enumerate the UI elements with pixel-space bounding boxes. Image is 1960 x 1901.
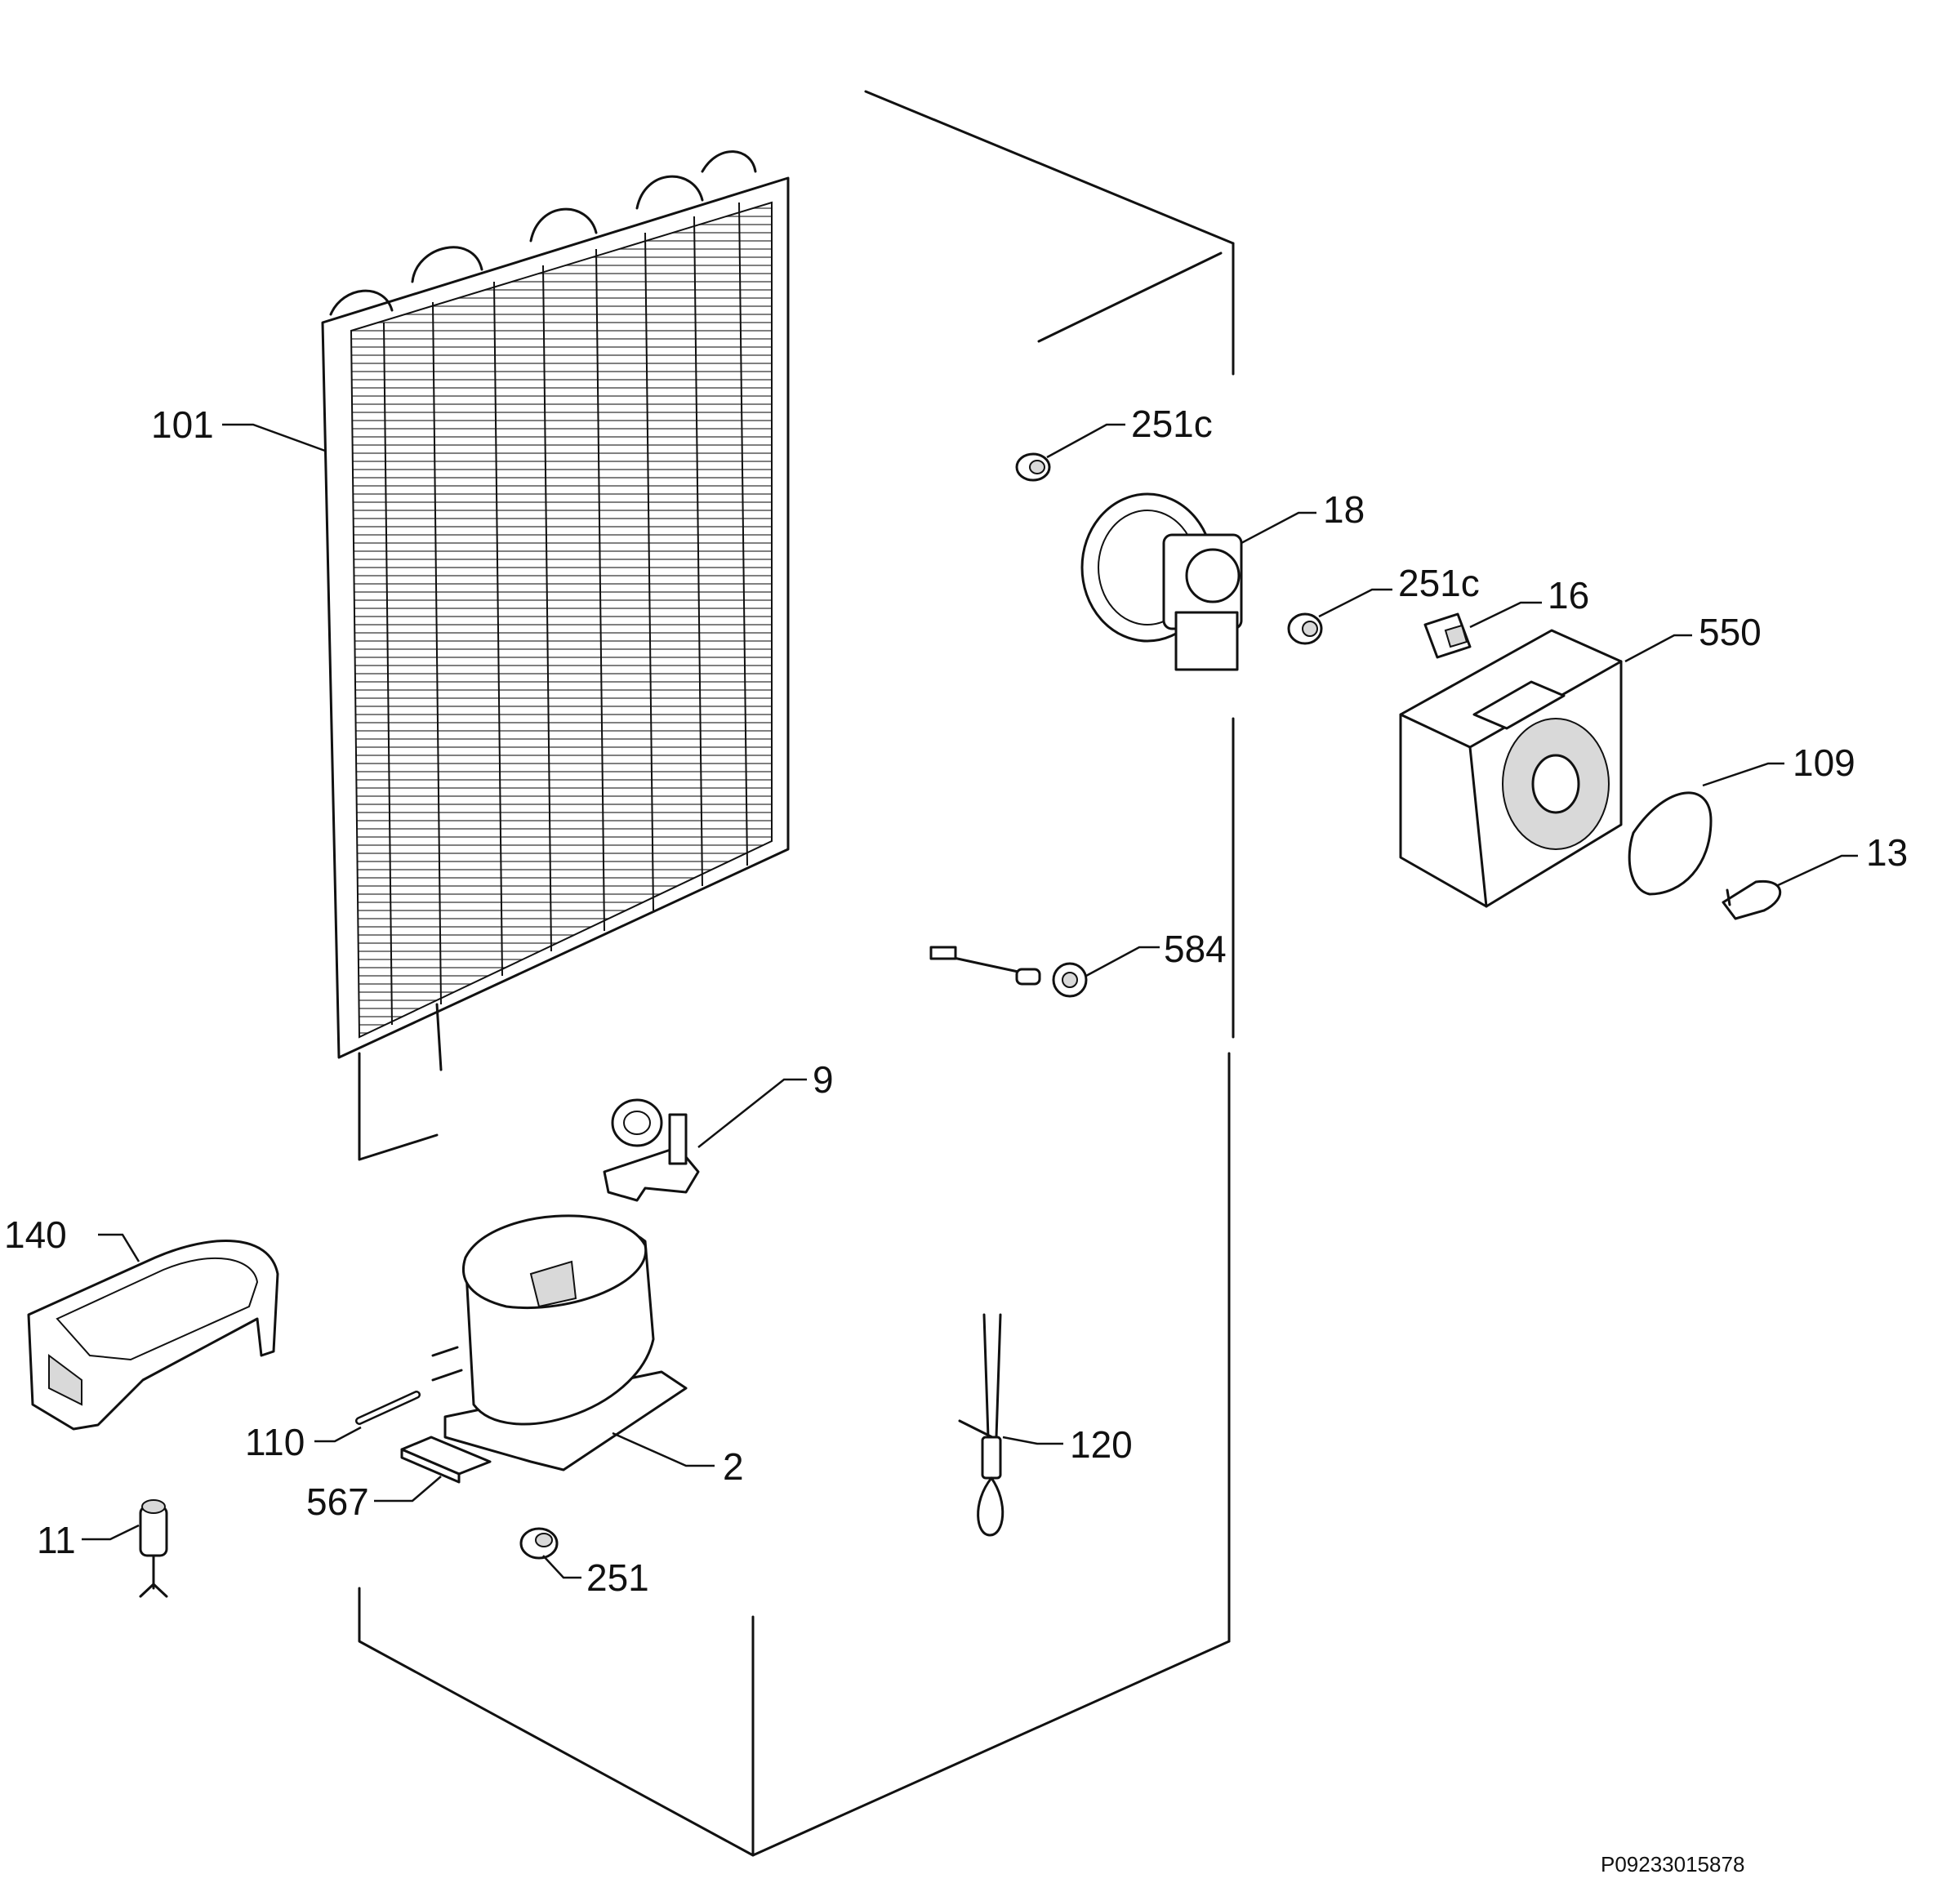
fan-motor-part-18 — [1080, 492, 1243, 671]
grommet-part-251c-upper — [1015, 452, 1051, 482]
label-140: 140 — [4, 1213, 67, 1256]
label-251c-upper: 251c — [1131, 403, 1213, 445]
condenser-part-101 — [321, 150, 790, 1161]
sensor-part-584 — [929, 946, 1088, 998]
heater-part-120 — [958, 1313, 1004, 1537]
label-120: 120 — [1070, 1423, 1133, 1466]
grommet-part-251 — [519, 1527, 559, 1560]
label-16: 16 — [1548, 574, 1589, 617]
tube-part-110 — [355, 1391, 421, 1425]
drawing-code: P09233015878 — [1601, 1852, 1744, 1877]
fan-housing-part-550 — [1399, 629, 1623, 908]
clip-part-13 — [1722, 879, 1782, 920]
label-13: 13 — [1866, 831, 1908, 874]
compressor-part-2 — [431, 1214, 688, 1471]
plate-part-567 — [400, 1436, 492, 1484]
label-11: 11 — [37, 1519, 76, 1561]
cover-part-109 — [1628, 791, 1713, 896]
label-18: 18 — [1323, 488, 1365, 531]
grommet-part-251c-lower — [1287, 612, 1323, 645]
label-101: 101 — [151, 403, 214, 446]
label-251: 251 — [586, 1556, 649, 1599]
valve-part-11 — [139, 1499, 168, 1598]
label-584: 584 — [1164, 928, 1227, 970]
switch-part-16 — [1423, 612, 1472, 659]
label-9: 9 — [813, 1058, 834, 1101]
drip-tray-part-140 — [27, 1240, 279, 1431]
cabinet-outline — [358, 90, 1235, 1857]
bracket-part-9 — [603, 1098, 700, 1202]
label-110: 110 — [245, 1421, 305, 1463]
label-251c-lower: 251c — [1398, 562, 1480, 604]
label-550: 550 — [1699, 611, 1762, 653]
label-109: 109 — [1793, 741, 1855, 784]
label-2: 2 — [723, 1445, 744, 1488]
label-567: 567 — [306, 1480, 369, 1523]
